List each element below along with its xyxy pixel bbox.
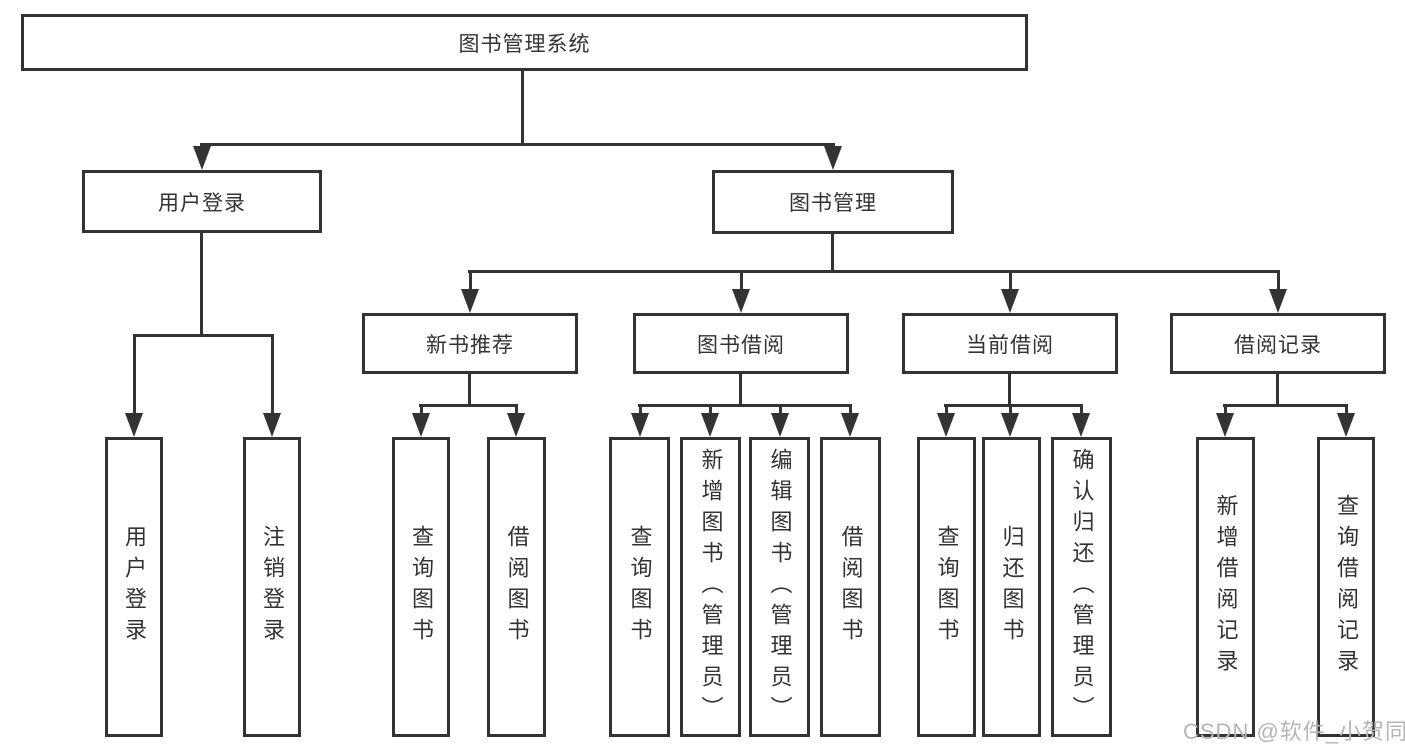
node-label: 用户登录 xyxy=(158,191,246,215)
arrow-down-icon xyxy=(631,406,649,437)
node-label: 当前借阅 xyxy=(966,333,1054,357)
leaf-label: 查询图书 xyxy=(934,525,960,649)
arrow-down-icon xyxy=(1216,406,1234,437)
arrow-down-icon xyxy=(263,336,281,437)
connector-group2-stub xyxy=(739,374,742,406)
leaf-query-books-borrow: 查询图书 xyxy=(609,437,670,737)
arrow-down-icon xyxy=(412,406,430,437)
node-library-management-system: 图书管理系统 xyxy=(21,14,1028,71)
arrow-down-icon xyxy=(125,336,143,437)
arrow-down-icon xyxy=(1001,272,1019,313)
arrow-down-icon xyxy=(461,272,479,313)
leaf-confirm-return-admin: 确认归还（管理员） xyxy=(1051,437,1112,737)
node-book-borrow: 图书借阅 xyxy=(633,313,849,374)
arrow-down-icon xyxy=(1072,406,1090,437)
arrow-down-icon xyxy=(1337,406,1355,437)
leaf-label: 用户登录 xyxy=(122,525,147,649)
leaf-query-books-current: 查询图书 xyxy=(917,437,976,737)
connector-group1-hline xyxy=(419,404,518,407)
node-label: 借阅记录 xyxy=(1234,333,1322,357)
connector-user-login-hline xyxy=(133,334,274,337)
leaf-add-books-admin: 新增图书（管理员） xyxy=(680,437,741,737)
node-label: 图书管理 xyxy=(789,192,877,215)
node-label: 新书推荐 xyxy=(426,333,514,357)
leaf-add-borrow-record: 新增借阅记录 xyxy=(1196,437,1255,737)
connector-book-mgmt-stub xyxy=(831,234,834,272)
node-book-management: 图书管理 xyxy=(712,170,954,234)
arrow-down-icon xyxy=(824,145,842,170)
leaf-label: 查询借阅记录 xyxy=(1334,494,1359,680)
leaf-label: 确认归还（管理员） xyxy=(1069,447,1095,727)
arrow-down-icon xyxy=(507,406,525,437)
connector-user-login-stub xyxy=(200,233,203,336)
node-user-login: 用户登录 xyxy=(82,170,322,233)
connector-group3-hline xyxy=(944,404,1083,407)
leaf-label: 查询图书 xyxy=(627,525,653,649)
connector-group2-hline xyxy=(638,404,852,407)
arrow-down-icon xyxy=(771,406,789,437)
arrow-down-icon xyxy=(1001,406,1019,437)
arrow-down-icon xyxy=(1269,272,1287,313)
leaf-label: 借阅图书 xyxy=(838,525,864,649)
connector-root-stub xyxy=(521,71,524,145)
arrow-down-icon xyxy=(732,272,750,313)
connector-group3-stub xyxy=(1008,374,1011,406)
leaf-query-books-recommend: 查询图书 xyxy=(392,437,450,737)
leaf-label: 查询图书 xyxy=(409,525,434,649)
connector-group1-stub xyxy=(468,374,471,406)
arrow-down-icon xyxy=(701,406,719,437)
leaf-user-login: 用户登录 xyxy=(105,437,163,737)
connector-level2-hline xyxy=(200,143,835,146)
leaf-label: 新增借阅记录 xyxy=(1213,494,1239,680)
connector-level3-hline xyxy=(468,270,1280,273)
leaf-label: 新增图书（管理员） xyxy=(698,447,724,727)
node-label: 图书管理系统 xyxy=(458,32,591,56)
leaf-label: 借阅图书 xyxy=(504,525,530,649)
node-new-book-recommend: 新书推荐 xyxy=(362,313,578,374)
leaf-borrow-books: 借阅图书 xyxy=(820,437,881,737)
leaf-label: 归还图书 xyxy=(999,525,1025,649)
leaf-edit-books-admin: 编辑图书（管理员） xyxy=(749,437,810,737)
arrow-down-icon xyxy=(937,406,955,437)
csdn-watermark: CSDN @软件_小贺同学 xyxy=(1183,719,1405,744)
node-label: 图书借阅 xyxy=(697,333,785,357)
leaf-borrow-books-recommend: 借阅图书 xyxy=(487,437,546,737)
connector-group4-stub xyxy=(1276,374,1279,406)
node-current-borrow: 当前借阅 xyxy=(902,313,1118,374)
leaf-label: 注销登录 xyxy=(260,525,285,649)
arrow-down-icon xyxy=(841,406,859,437)
connector-group4-hline xyxy=(1223,404,1348,407)
leaf-label: 编辑图书（管理员） xyxy=(767,447,793,727)
leaf-return-books: 归还图书 xyxy=(982,437,1041,737)
node-borrow-records: 借阅记录 xyxy=(1170,313,1386,374)
arrow-down-icon xyxy=(193,145,211,170)
leaf-logout: 注销登录 xyxy=(243,437,301,737)
leaf-query-borrow-record: 查询借阅记录 xyxy=(1317,437,1375,737)
